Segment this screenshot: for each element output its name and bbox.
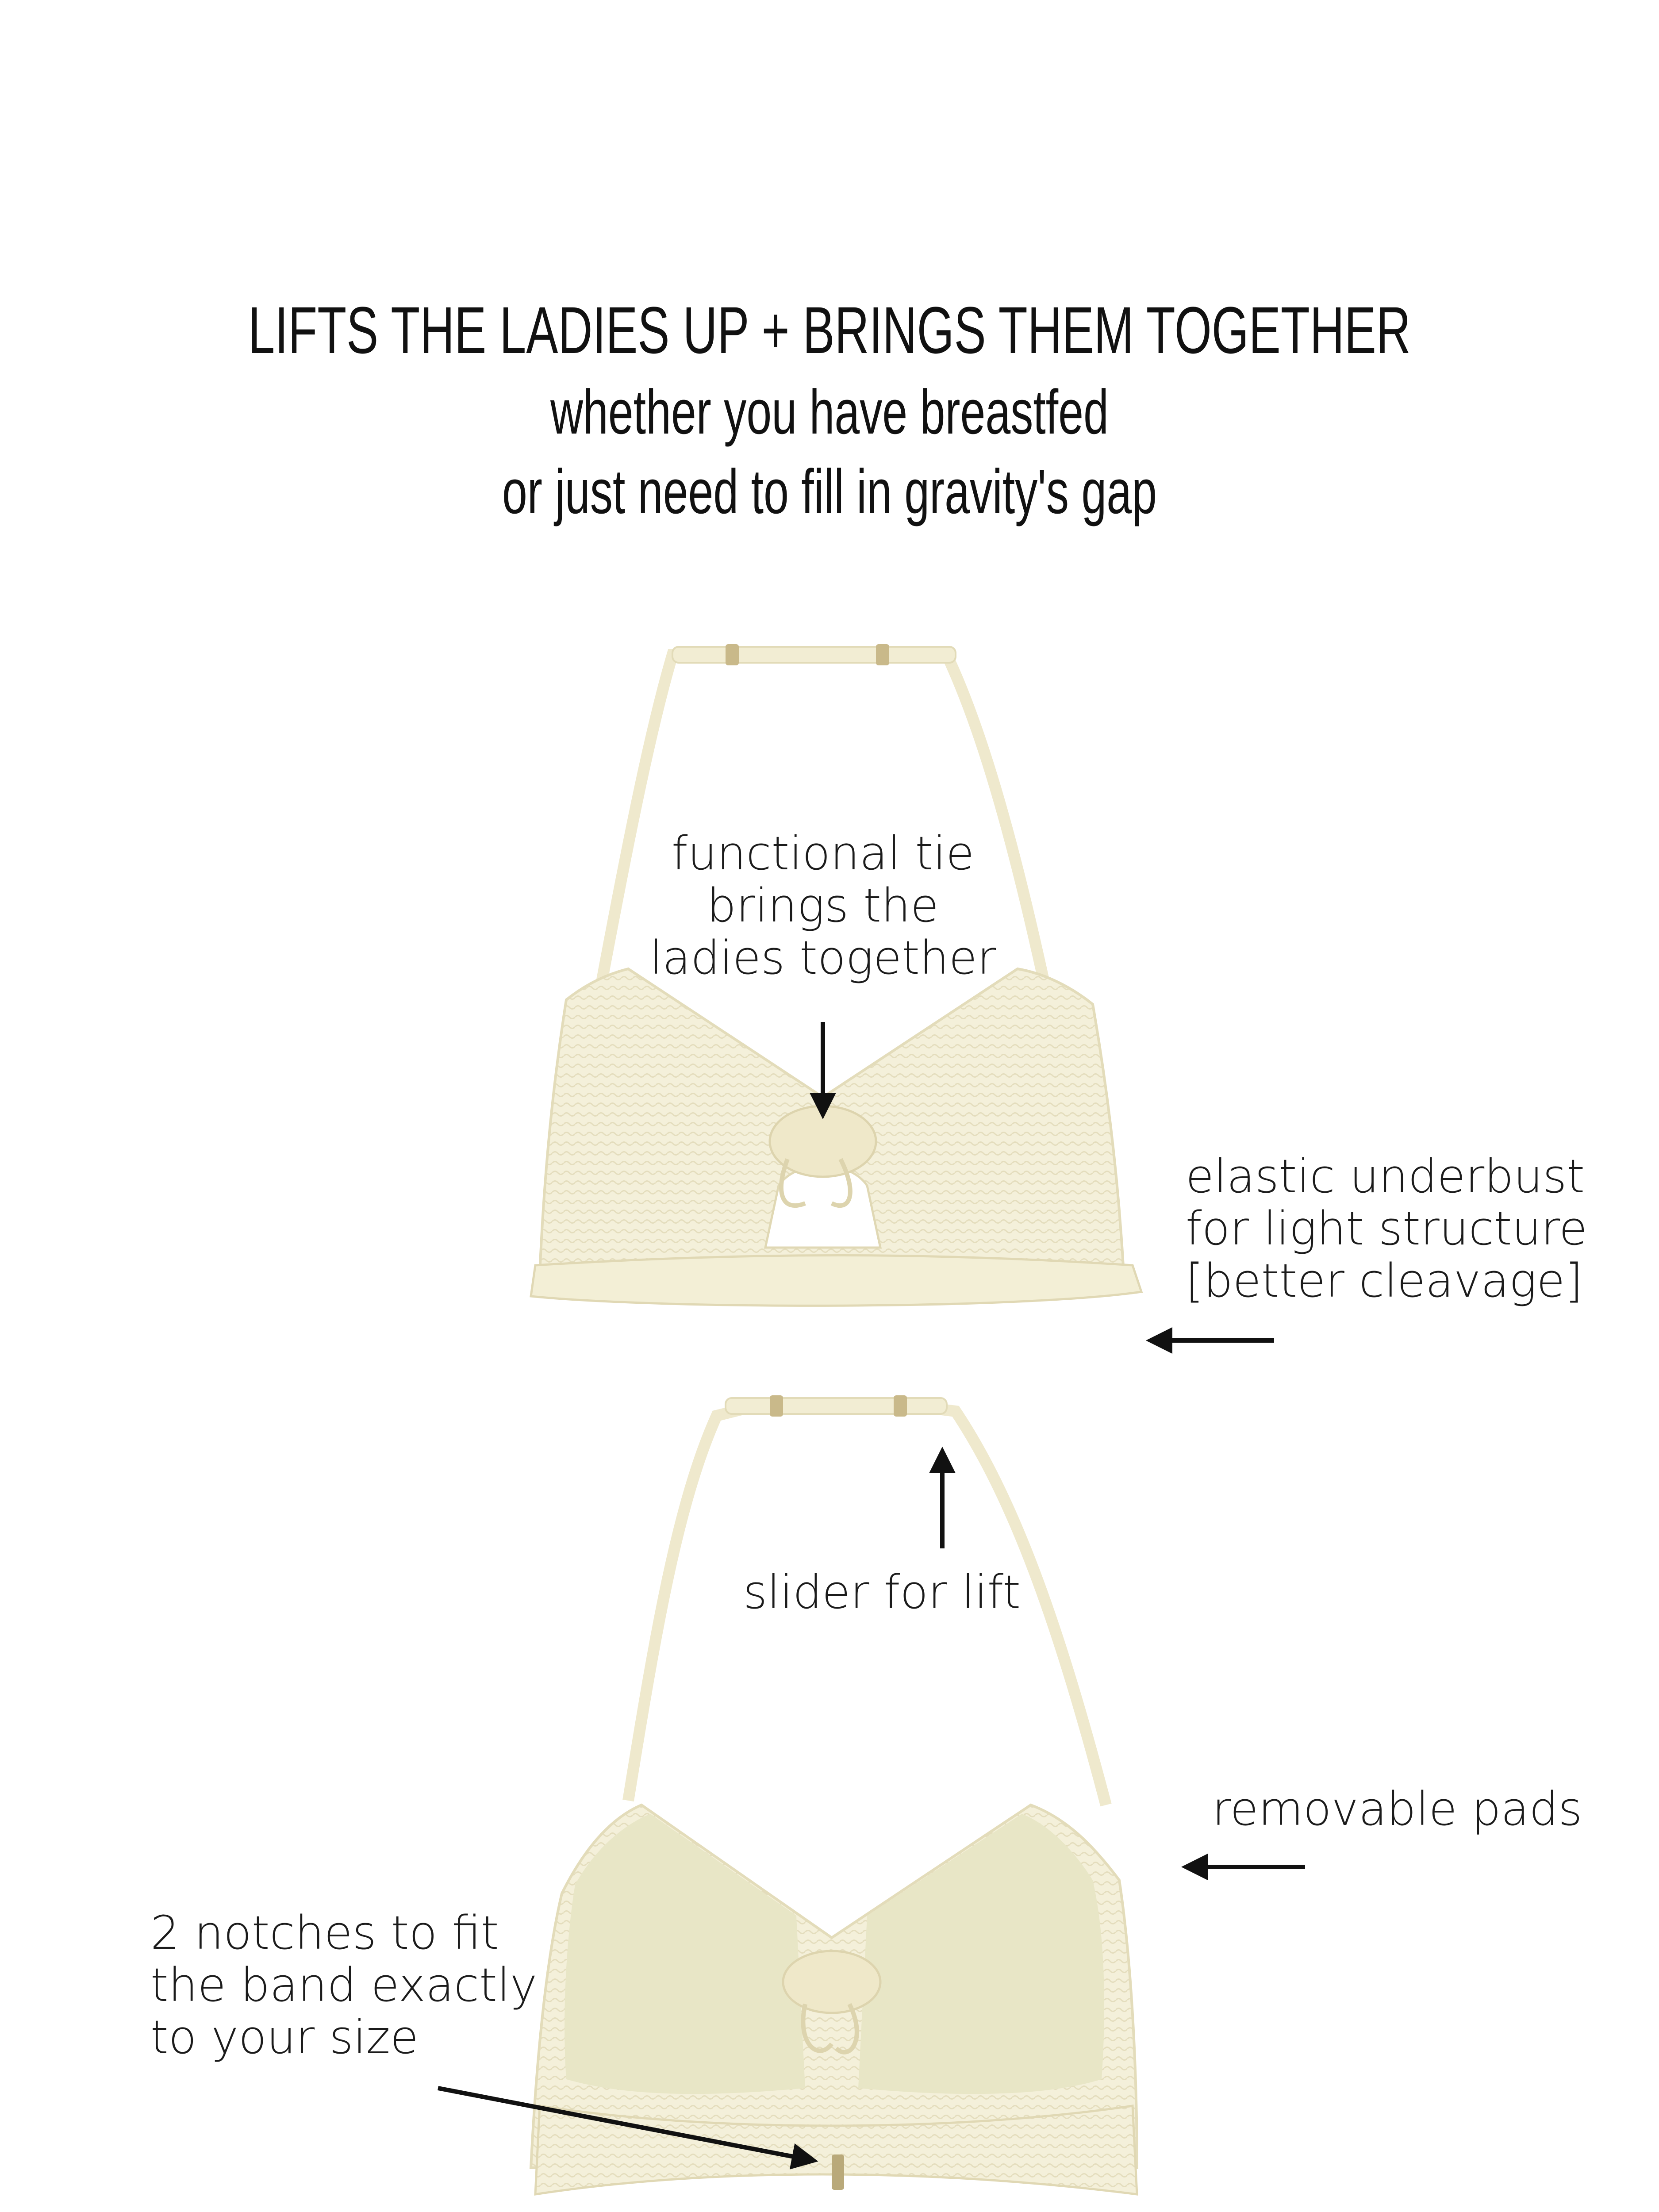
- headline-subtitle-2: or just need to fill in gravity's gap: [502, 457, 1157, 527]
- annotation-functional-tie: functional tie brings the ladies togethe…: [649, 826, 996, 985]
- band-hook-closure: [832, 2154, 844, 2190]
- underband-front: [530, 1254, 1143, 1307]
- removable-pad-right: [858, 1814, 1104, 2094]
- strap-top-back: [725, 1397, 948, 1415]
- knot-tie-back: [782, 1950, 882, 2014]
- removable-pad-left: [565, 1814, 805, 2094]
- bikini-top-front: [530, 644, 1143, 1307]
- annotation-elastic-underbust: elastic underbust for light structure [b…: [1186, 1149, 1587, 1308]
- annotation-band-notches: 2 notches to fit the band exactly to you…: [150, 1906, 538, 2064]
- strap-top-front: [672, 646, 956, 664]
- headline-title: LIFTS THE LADIES UP + BRINGS THEM TOGETH…: [248, 293, 1411, 367]
- back-band: [534, 2104, 1138, 2196]
- annotation-removable-pads: removable pads: [1212, 1782, 1582, 1836]
- halter-strap-back: [622, 1401, 1112, 1807]
- arrow-notches: [438, 2086, 818, 2170]
- headline-subtitle-1: whether you have breastfed: [550, 377, 1109, 447]
- annotation-slider: slider for lift: [743, 1565, 1021, 1619]
- slider-hardware-back: [770, 1395, 783, 1417]
- halter-strap-front: [596, 649, 1050, 983]
- slider-hardware-front: [726, 644, 739, 665]
- bikini-top-back: [529, 1395, 1139, 2196]
